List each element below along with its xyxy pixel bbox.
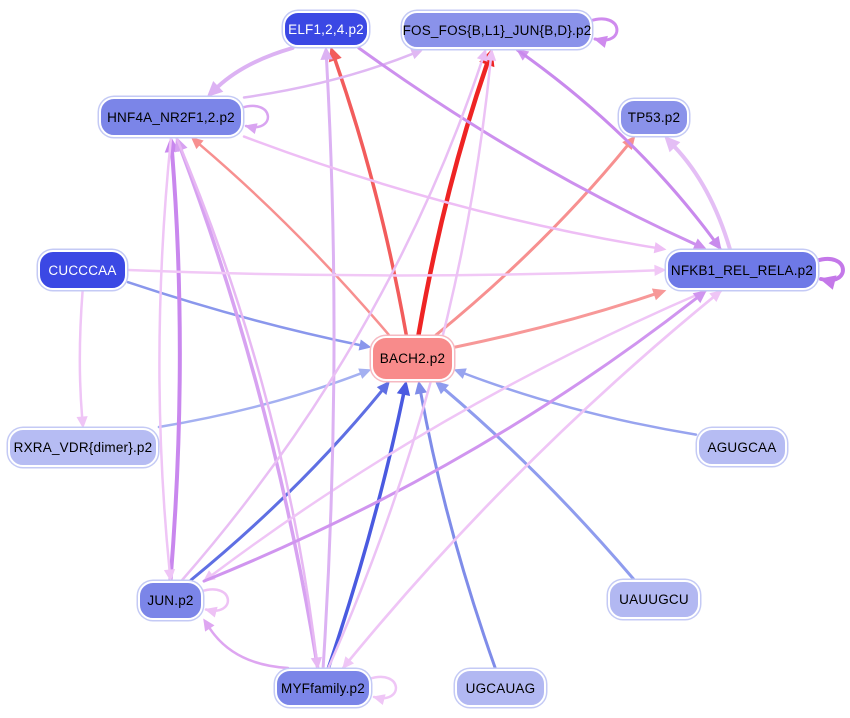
edge-myf-elf bbox=[321, 57, 336, 670]
edge-bach2-tp53 bbox=[434, 144, 629, 337]
node-myf[interactable]: MYFfamily.p2 bbox=[275, 669, 371, 707]
edge-ugcauag-bach2 bbox=[419, 391, 497, 670]
node-label-agugcaa: AGUGCAA bbox=[707, 439, 777, 455]
edge-fos-nfkb1 bbox=[515, 48, 716, 242]
arrow-rxra-bach2 bbox=[358, 368, 372, 379]
arrow-myf-jun bbox=[203, 618, 215, 632]
arrow-fos-nfkb1 bbox=[708, 235, 722, 251]
edge-cucccaa-rxra bbox=[78, 289, 84, 419]
arrow-hnf4a-jun bbox=[163, 569, 176, 582]
node-label-nfkb1: NFKB1_REL_RELA.p2 bbox=[670, 262, 814, 278]
node-label-bach2: BACH2.p2 bbox=[379, 351, 446, 366]
self-loop-nfkb1 bbox=[814, 257, 845, 283]
edge-nfkb1-tp53 bbox=[672, 144, 732, 251]
edge-bach2-fos bbox=[416, 61, 490, 338]
self-loop-fos bbox=[588, 17, 619, 42]
node-label-uauugcu: UAUUGCU bbox=[619, 592, 689, 607]
arrow-cucccaa-nfkb1 bbox=[654, 264, 667, 276]
arrow-bach2-tp53 bbox=[622, 135, 636, 150]
edge-jun-fos bbox=[180, 58, 484, 582]
arrow-cucccaa-rxra bbox=[76, 416, 88, 429]
node-label-hnf4a: HNF4A_NR2F1,2.p2 bbox=[107, 109, 235, 125]
edge-bach2-elf bbox=[333, 57, 409, 337]
node-label-elf: ELF1,2,4.p2 bbox=[288, 21, 364, 37]
self-loop-arrow-myf bbox=[372, 694, 386, 705]
self-loop-arrow-jun bbox=[204, 606, 218, 618]
arrow-myf-nfkb1 bbox=[709, 290, 723, 302]
self-loop-jun bbox=[199, 588, 230, 612]
arrow-bach2-fos bbox=[479, 48, 495, 68]
arrow-bach2-hnf4a bbox=[190, 137, 204, 150]
arrow-nfkb1-tp53 bbox=[664, 135, 681, 153]
edge-hnf4a-jun bbox=[158, 136, 173, 572]
arrow-uauugcu-bach2 bbox=[434, 381, 449, 395]
self-loop-arrow-hnf4a bbox=[244, 123, 258, 134]
node-elf[interactable]: ELF1,2,4.p2 bbox=[283, 11, 369, 47]
arrow-myf-hnf4a bbox=[174, 136, 188, 153]
arrow-myf-elf bbox=[320, 46, 333, 60]
arrow-hnf4a-fos bbox=[410, 48, 424, 60]
node-label-fos: FOS_FOS{B,L1}_JUN{B,D}.p2 bbox=[402, 22, 592, 38]
arrow-bach2-nfkb1 bbox=[651, 288, 667, 301]
arrow-jun-hnf4a bbox=[164, 136, 180, 153]
edge-jun-bach2 bbox=[189, 389, 384, 582]
node-label-tp53: TP53.p2 bbox=[627, 110, 681, 125]
node-hnf4a[interactable]: HNF4A_NR2F1,2.p2 bbox=[99, 97, 243, 137]
arrow-jun-nfkb1 bbox=[692, 290, 707, 304]
node-label-rxra: RXRA_VDR{dimer}.p2 bbox=[13, 440, 153, 455]
arrow-myf-fos bbox=[485, 48, 497, 61]
edge-cucccaa-nfkb1 bbox=[126, 268, 657, 277]
node-rxra[interactable]: RXRA_VDR{dimer}.p2 bbox=[8, 428, 158, 467]
edge-hnf4a-nfkb1 bbox=[242, 135, 657, 249]
arrow-elf-hnf4a bbox=[206, 81, 224, 97]
node-jun[interactable]: JUN.p2 bbox=[138, 581, 203, 620]
edge-cucccaa-bach2 bbox=[126, 280, 362, 347]
self-loop-myf bbox=[367, 675, 398, 700]
node-label-ugcauag: UGCAUAG bbox=[465, 680, 536, 696]
edge-bach2-hnf4a bbox=[198, 143, 391, 337]
edge-hnf4a-myf bbox=[175, 136, 318, 660]
node-tp53[interactable]: TP53.p2 bbox=[619, 99, 689, 136]
node-fos[interactable]: FOS_FOS{B,L1}_JUN{B,D}.p2 bbox=[402, 11, 592, 49]
node-uauugcu[interactable]: UAUUGCU bbox=[608, 580, 700, 619]
arrow-cucccaa-bach2 bbox=[358, 339, 372, 351]
self-loop-hnf4a bbox=[239, 104, 270, 129]
edge-jun-hnf4a bbox=[168, 149, 182, 582]
node-ugcauag[interactable]: UGCAUAG bbox=[455, 669, 546, 707]
arrow-hnf4a-myf bbox=[310, 656, 322, 670]
arrow-nfkb1-myf bbox=[342, 656, 354, 670]
edge-myf-bach2 bbox=[326, 392, 406, 670]
arrow-jun-fos bbox=[476, 48, 488, 62]
arrow-nfkb1-jun bbox=[202, 570, 216, 582]
arrow-bach2-elf bbox=[328, 46, 342, 63]
arrow-ugcauag-bach2 bbox=[414, 380, 427, 395]
arrow-agugcaa-bach2 bbox=[453, 368, 467, 379]
arrow-nfkb1-fos bbox=[516, 49, 530, 61]
node-label-jun: JUN.p2 bbox=[147, 593, 194, 608]
self-loop-arrow-nfkb1 bbox=[819, 275, 837, 290]
edge-nfkb1-jun bbox=[210, 289, 707, 577]
arrow-elf-nfkb1 bbox=[692, 238, 708, 250]
edge-myf-jun bbox=[208, 626, 290, 670]
edge-hnf4a-fos bbox=[242, 52, 414, 99]
edge-nfkb1-fos bbox=[524, 54, 722, 251]
edge-uauugcu-bach2 bbox=[443, 387, 635, 581]
edge-elf-nfkb1 bbox=[357, 46, 697, 246]
self-loop-arrow-fos bbox=[593, 35, 608, 48]
node-nfkb1[interactable]: NFKB1_REL_RELA.p2 bbox=[666, 250, 818, 290]
edge-rxra-bach2 bbox=[157, 372, 362, 429]
node-bach2[interactable]: BACH2.p2 bbox=[371, 336, 454, 381]
arrow-jun-bach2 bbox=[376, 380, 390, 395]
node-label-cucccaa: CUCCCAA bbox=[48, 262, 117, 278]
edge-elf-hnf4a bbox=[215, 46, 295, 89]
edge-bach2-nfkb1 bbox=[453, 292, 656, 349]
node-cucccaa[interactable]: CUCCCAA bbox=[38, 250, 127, 290]
arrow-myf-bach2 bbox=[396, 380, 411, 396]
node-agugcaa[interactable]: AGUGCAA bbox=[697, 428, 787, 466]
edge-agugcaa-bach2 bbox=[463, 372, 698, 436]
node-label-myf: MYFfamily.p2 bbox=[281, 680, 365, 696]
arrow-hnf4a-nfkb1 bbox=[653, 242, 667, 254]
